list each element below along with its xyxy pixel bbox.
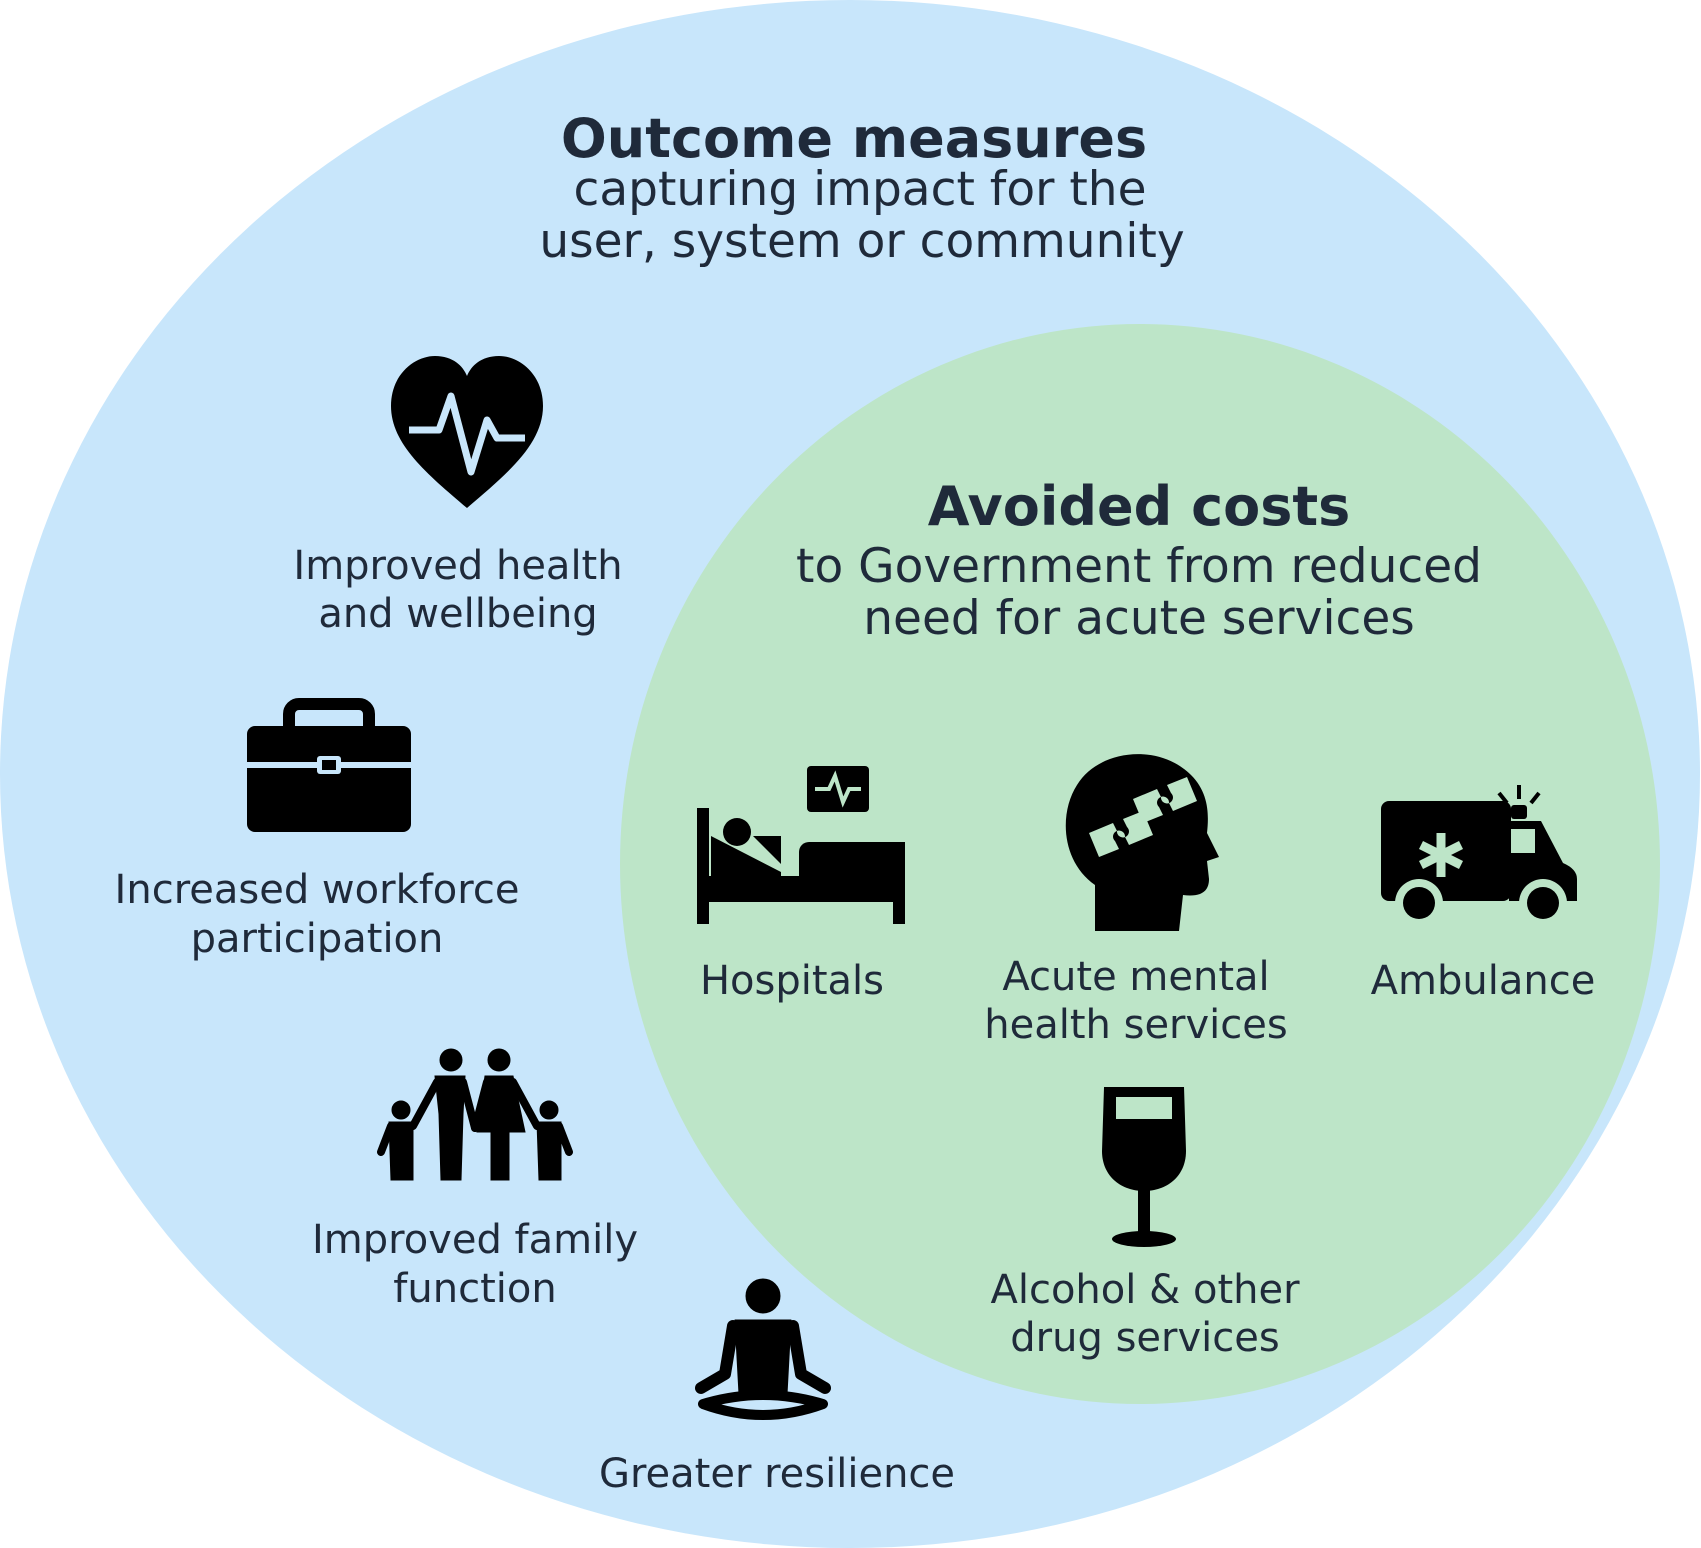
label-improved-health-2: and wellbeing xyxy=(318,591,597,637)
heart-pulse-icon xyxy=(391,356,543,508)
label-workforce-1: Increased workforce xyxy=(115,867,520,913)
label-family-2: function xyxy=(393,1266,556,1312)
meditation-icon xyxy=(695,1278,831,1420)
label-resilience: Greater resilience xyxy=(599,1451,955,1497)
inner-title: Avoided costs xyxy=(928,475,1351,538)
label-workforce-2: participation xyxy=(191,916,444,962)
ambulance-icon xyxy=(1381,785,1577,927)
wine-glass-icon xyxy=(1102,1087,1186,1247)
label-hospitals: Hospitals xyxy=(700,958,884,1004)
outer-title: Outcome measures xyxy=(561,107,1147,170)
label-alcohol-drug-2: drug services xyxy=(1010,1315,1279,1361)
family-icon xyxy=(377,1048,573,1181)
inner-subtitle-line1: to Government from reduced xyxy=(796,539,1482,594)
hospital-bed-icon xyxy=(697,766,905,924)
label-mental-health-1: Acute mental xyxy=(1002,954,1269,1000)
label-alcohol-drug-1: Alcohol & other xyxy=(990,1267,1300,1313)
label-improved-health-1: Improved health xyxy=(293,543,622,589)
label-family-1: Improved family xyxy=(312,1217,638,1263)
label-ambulance: Ambulance xyxy=(1371,958,1596,1004)
head-puzzle-icon xyxy=(1065,754,1219,931)
briefcase-icon xyxy=(247,698,411,832)
outer-subtitle-line2: user, system or community xyxy=(539,214,1184,269)
label-mental-health-2: health services xyxy=(984,1002,1287,1048)
inner-subtitle-line2: need for acute services xyxy=(863,591,1415,646)
outer-subtitle-line1: capturing impact for the xyxy=(573,162,1146,217)
